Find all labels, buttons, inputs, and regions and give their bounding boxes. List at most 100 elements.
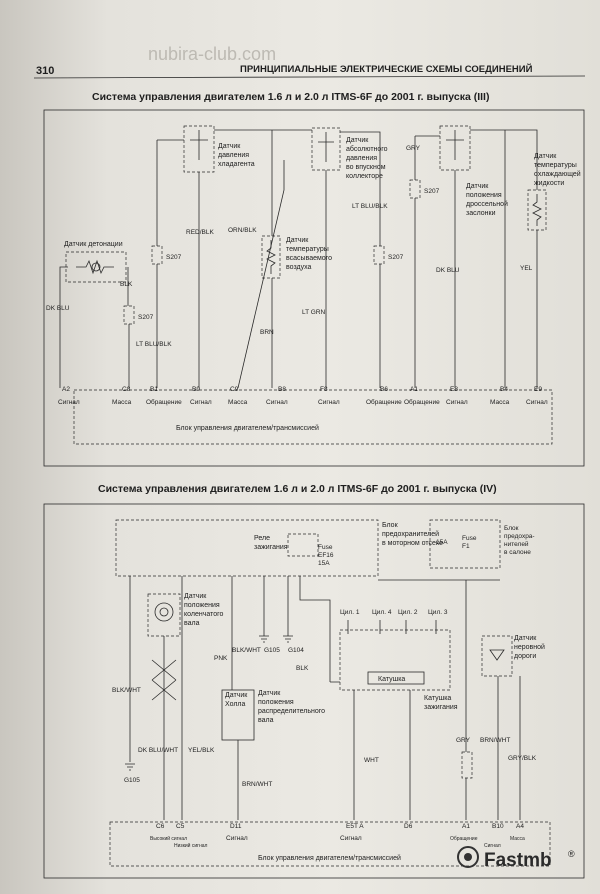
- svg-text:BLK/WHT: BLK/WHT: [112, 687, 141, 694]
- knock-sensor: Датчик детонации: [64, 241, 127, 283]
- svg-text:B1: B1: [150, 386, 158, 393]
- svg-text:B6: B6: [380, 386, 388, 393]
- svg-text:G104: G104: [288, 647, 304, 654]
- svg-text:предохранителей: предохранителей: [382, 530, 439, 538]
- svg-text:коленчатого: коленчатого: [184, 611, 224, 618]
- svg-text:Высокий сигнал: Высокий сигнал: [150, 835, 187, 842]
- svg-text:в салоне: в салоне: [504, 549, 531, 556]
- svg-text:Сигнал: Сигнал: [446, 399, 468, 406]
- svg-text:GRY: GRY: [406, 145, 421, 152]
- svg-text:Цил. 2: Цил. 2: [398, 609, 418, 616]
- svg-text:WHT: WHT: [364, 757, 379, 764]
- svg-text:A2: A2: [62, 386, 70, 393]
- crank-position-sensor: Датчик положения коленчатого вала: [147, 593, 224, 701]
- svg-text:Сигнал: Сигнал: [340, 835, 362, 842]
- svg-text:YEL: YEL: [520, 265, 533, 272]
- svg-text:Блок управления двигателем/тра: Блок управления двигателем/трансмиссией: [258, 854, 401, 862]
- svg-text:Цил. 1: Цил. 1: [340, 609, 360, 616]
- svg-text:LT BLU/BLK: LT BLU/BLK: [136, 341, 172, 348]
- intake-air-temp-sensor: Датчик температуры всасываемого воздуха: [261, 235, 332, 279]
- svg-text:G105: G105: [264, 647, 280, 654]
- svg-text:Цил. 4: Цил. 4: [372, 609, 392, 616]
- page-number: 310: [36, 65, 54, 77]
- svg-text:B9: B9: [192, 386, 200, 393]
- svg-text:Обращение: Обращение: [146, 398, 182, 406]
- svg-text:всасываемого: всасываемого: [286, 255, 332, 262]
- ecu-block-2: C6 C5 D11 E5T A D6 A1 B10 A4 Высокий сиг…: [109, 821, 551, 867]
- svg-text:Датчик: Датчик: [514, 635, 537, 642]
- svg-text:®: ®: [568, 849, 575, 859]
- svg-text:заслонки: заслонки: [466, 210, 496, 217]
- diagram-1-wire-labels: DK BLU BLK LT BLU/BLK RED/BLK ORN/BLK BR…: [46, 145, 533, 348]
- svg-text:охлаждающей: охлаждающей: [534, 170, 581, 178]
- svg-text:давления: давления: [346, 155, 377, 162]
- svg-text:BLK: BLK: [120, 281, 133, 288]
- svg-text:GRY: GRY: [456, 737, 471, 744]
- svg-text:RED/BLK: RED/BLK: [186, 229, 214, 236]
- svg-text:Fuse: Fuse: [318, 544, 333, 551]
- ignition-relay: Реле зажигания Fuse EF16 15A: [254, 533, 334, 567]
- rough-road-sensor: Датчик неровной дороги: [461, 635, 545, 779]
- svg-text:E8: E8: [450, 386, 458, 393]
- svg-text:абсолютного: абсолютного: [346, 145, 388, 153]
- ground-points: G105 G105 G104: [124, 635, 304, 784]
- fastmb-logo: Fastmb ®: [457, 846, 575, 871]
- ecu-block-1: A2 C8 B1 B9 C9 B8 F8 B6 A1 E8 B4 E9 Сигн…: [58, 386, 553, 445]
- svg-text:жидкости: жидкости: [534, 180, 564, 187]
- splice-s207: S207 S207 S207 S207: [123, 179, 440, 325]
- svg-text:Датчик: Датчик: [258, 690, 281, 697]
- svg-text:Fastmb: Fastmb: [484, 850, 552, 871]
- diagram-1-title: Система управления двигателем 1.6 л и 2.…: [92, 91, 489, 103]
- svg-text:C8: C8: [122, 386, 131, 393]
- svg-text:YEL/BLK: YEL/BLK: [188, 747, 215, 754]
- svg-text:Сигнал: Сигнал: [484, 843, 501, 849]
- svg-text:давления: давления: [218, 152, 249, 159]
- svg-text:Сигнал: Сигнал: [526, 399, 548, 406]
- svg-text:зажигания: зажигания: [254, 544, 288, 551]
- svg-text:S207: S207: [424, 188, 440, 195]
- svg-text:S207: S207: [166, 254, 182, 261]
- running-title: ПРИНЦИПИАЛЬНЫЕ ЭЛЕКТРИЧЕСКИЕ СХЕМЫ СОЕДИ…: [240, 63, 533, 75]
- svg-text:Сигнал: Сигнал: [266, 399, 288, 406]
- svg-text:предохра-: предохра-: [504, 533, 535, 540]
- svg-text:GRY/BLK: GRY/BLK: [508, 755, 537, 762]
- throttle-position-sensor: Датчик положения дроссельной заслонки: [439, 125, 508, 217]
- svg-text:Датчик: Датчик: [225, 692, 248, 699]
- svg-text:Реле: Реле: [254, 535, 270, 542]
- svg-text:Fuse: Fuse: [462, 535, 477, 542]
- svg-text:DK BLU: DK BLU: [46, 305, 70, 312]
- svg-text:Катушка: Катушка: [378, 676, 405, 683]
- svg-text:Холла: Холла: [225, 701, 245, 708]
- svg-text:Датчик детонации: Датчик детонации: [64, 241, 123, 248]
- svg-text:S207: S207: [388, 254, 404, 261]
- svg-text:A4: A4: [516, 823, 524, 830]
- svg-text:Низкий сигнал: Низкий сигнал: [174, 842, 208, 849]
- svg-text:Катушка: Катушка: [424, 695, 451, 702]
- svg-text:зажигания: зажигания: [424, 704, 458, 711]
- cabin-fuse-box: 15A Fuse F1 Блок предохра- нителей в сал…: [429, 519, 535, 569]
- svg-text:DK BLU: DK BLU: [436, 267, 460, 274]
- diagram-2-wires: [129, 576, 521, 820]
- diagram-2-frame: [43, 503, 585, 879]
- svg-text:коллекторе: коллекторе: [346, 173, 383, 180]
- svg-text:Масса: Масса: [510, 836, 525, 842]
- svg-text:ORN/BLK: ORN/BLK: [228, 227, 257, 234]
- svg-text:вала: вала: [258, 717, 274, 724]
- svg-text:температуры: температуры: [534, 162, 577, 169]
- svg-text:BLK: BLK: [296, 665, 309, 672]
- svg-text:Обращение: Обращение: [366, 398, 402, 406]
- svg-text:неровной: неровной: [514, 643, 545, 651]
- svg-text:C9: C9: [230, 386, 239, 393]
- svg-text:Датчик: Датчик: [286, 237, 309, 244]
- cam-position-sensor: Датчик Холла Датчик положения распредели…: [221, 689, 325, 741]
- svg-text:температуры: температуры: [286, 246, 329, 253]
- watermark: nubira-club.com: [148, 44, 276, 64]
- svg-text:в моторном отсеке: в моторном отсеке: [382, 540, 443, 547]
- svg-text:C5: C5: [176, 823, 185, 830]
- svg-text:положения: положения: [466, 192, 502, 199]
- svg-text:дроссельной: дроссельной: [466, 200, 508, 208]
- svg-text:дороги: дороги: [514, 653, 536, 660]
- svg-text:Датчик: Датчик: [218, 143, 241, 150]
